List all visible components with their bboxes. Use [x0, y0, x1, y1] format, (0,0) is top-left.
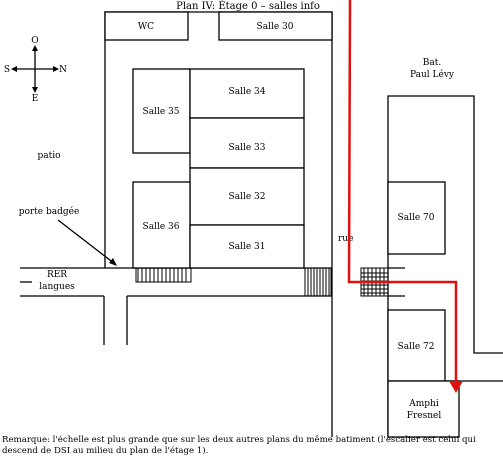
compass-arrow-up: [32, 45, 38, 51]
rue-label: rue: [338, 234, 353, 244]
room-salle-70-label: Salle 70: [398, 213, 435, 223]
rer-label-line2: langues: [39, 282, 75, 292]
room-salle-32-label: Salle 32: [229, 192, 266, 202]
amphi-label-line1: Amphi: [408, 399, 439, 409]
room-salle-32: [189, 167, 305, 226]
porte-badgee-pointer: [57, 219, 116, 265]
room-salle-36: [132, 181, 191, 269]
compass: O E S N: [4, 36, 67, 104]
compass-south-label: S: [4, 65, 10, 75]
room-salle-34: [189, 68, 305, 119]
plan-title: Plan IV: Étage 0 – salles info: [176, 0, 320, 12]
compass-east-label: E: [32, 94, 39, 104]
room-salle-33-label: Salle 33: [229, 143, 266, 153]
note-remark: Remarque: l'échelle est plus grande que …: [2, 435, 476, 456]
room-wc: [104, 11, 189, 41]
room-salle-35-label: Salle 35: [143, 107, 180, 117]
compass-arrow-right: [53, 66, 59, 72]
route-path: [347, 0, 458, 384]
compass-north-label: N: [59, 65, 67, 75]
room-salle-36-label: Salle 36: [143, 222, 180, 232]
room-salle-30: [218, 11, 333, 41]
compass-arrow-left: [11, 66, 17, 72]
compass-west-label: O: [31, 36, 38, 46]
porte-badgee-arrowhead: [109, 258, 117, 266]
room-salle-30-label: Salle 30: [257, 22, 294, 32]
rer-label-line1: RER: [47, 270, 67, 280]
building-name-line1: Bat.: [423, 58, 442, 68]
room-amphi-fresnel: [387, 380, 460, 438]
staircase-main-corridor: [135, 267, 192, 283]
room-salle-31-label: Salle 31: [229, 242, 266, 252]
compass-arrow-down: [32, 87, 38, 93]
room-salle-72-label: Salle 72: [398, 342, 435, 352]
room-wc-label: WC: [138, 22, 154, 32]
patio-label: patio: [37, 151, 60, 161]
room-salle-31: [189, 224, 305, 269]
building-name-line2: Paul Lévy: [410, 69, 455, 80]
porte-badgee-label: porte badgée: [19, 206, 80, 217]
room-salle-72: [387, 309, 446, 382]
room-salle-33: [189, 117, 305, 169]
amphi-label-line2: Fresnel: [407, 411, 442, 421]
room-salle-34-label: Salle 34: [229, 87, 266, 97]
staircase-east-end: [304, 267, 332, 297]
route-arrowhead: [449, 381, 463, 393]
room-salle-70: [387, 181, 446, 255]
